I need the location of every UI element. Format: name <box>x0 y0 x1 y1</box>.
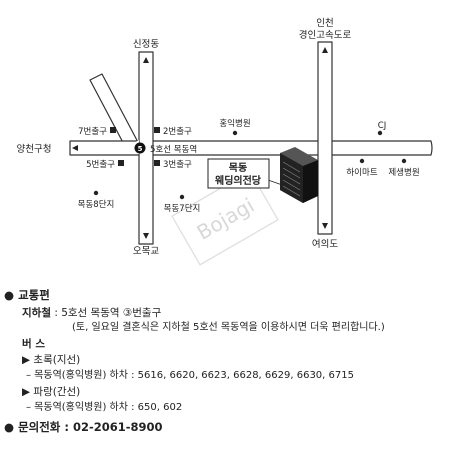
label-yeouido: 여의도 <box>312 238 338 250</box>
subway-row: 지하철 : 5호선 목동역 ③번출구 <box>22 308 161 319</box>
arrow-up-icon <box>322 47 328 53</box>
jesaeng-hospital-dot <box>401 158 407 164</box>
label-omokgyo: 오목교 <box>133 246 159 257</box>
label-sinjeongdong: 신정동 <box>133 39 159 50</box>
venue-name-line2: 웨딩의전당 <box>215 174 262 187</box>
subway-station-icon: 5 <box>134 142 146 154</box>
phone-label: 문의전화 : 02-2061-8900 <box>18 420 163 434</box>
label-exit5: 5번출구 <box>86 159 115 170</box>
label-exit7: 7번출구 <box>78 126 107 137</box>
diagonal-road <box>89 73 141 153</box>
arrow-left-icon <box>72 145 78 151</box>
label-cj: CJ <box>378 121 386 131</box>
subway-note: (토, 일요일 결혼식은 지하철 5호선 목동역을 이용하시면 더욱 편리합니다… <box>72 322 385 333</box>
label-yangcheon-gu-office: 양천구청 <box>17 144 52 155</box>
arrow-up-icon <box>143 57 149 63</box>
yeouido-road <box>317 41 333 235</box>
phone-row: ● 문의전화 : 02-2061-8900 <box>4 420 163 434</box>
label-jesaeng-hospital: 제생병원 <box>388 167 419 178</box>
mokdong8-dot <box>93 190 99 196</box>
label-himart: 하이마트 <box>346 167 377 178</box>
subway-label: 지하철 <box>22 307 51 319</box>
bullet-icon: ● <box>4 420 15 434</box>
bus-green-text: – 목동역(홍익병원) 하차 : 5616, 6620, 6623, 6628,… <box>26 370 354 381</box>
bus-label: 버 스 <box>22 338 45 350</box>
exit-marker-5 <box>118 160 124 166</box>
bus-blue-text: – 목동역(홍익병원) 하차 : 650, 602 <box>26 402 183 413</box>
transport-heading: ● 교통편 <box>4 288 50 302</box>
svg-text:5: 5 <box>138 145 143 153</box>
bullet-icon: ● <box>4 288 15 302</box>
roads <box>69 41 433 245</box>
label-exit3: 3번출구 <box>163 159 192 170</box>
location-map: Bojagi 5 <box>17 18 433 266</box>
bus-green-title: ▶ 초록(지선) <box>22 354 81 366</box>
mokdong7-dot <box>179 194 185 200</box>
himart-dot <box>359 158 365 164</box>
label-exit2: 2번출구 <box>163 126 192 137</box>
subway-text: : 5호선 목동역 ③번출구 <box>54 307 162 319</box>
venue-building-icon <box>267 147 318 203</box>
cj-dot <box>377 130 383 136</box>
main-road <box>69 140 433 156</box>
road-arrows <box>72 47 328 239</box>
exit-marker-3 <box>154 160 160 166</box>
label-hongik-hospital: 홍익병원 <box>219 118 250 129</box>
venue-label-box <box>207 158 270 189</box>
exit-marker-2 <box>154 127 160 133</box>
exit-marker-7 <box>110 127 116 133</box>
label-incheon: 인천 <box>316 18 333 29</box>
venue-name-line1: 목동 <box>229 162 247 174</box>
arrow-down-icon <box>322 223 328 229</box>
bus-blue-title: ▶ 파랑(간선) <box>22 386 81 398</box>
arrow-down-icon <box>143 233 149 239</box>
hongik-hospital-dot <box>232 130 238 136</box>
transport-title: 교통편 <box>18 288 50 302</box>
label-gyeongin-expressway: 경인고속도로 <box>299 29 352 41</box>
label-station: 5호선 목동역 <box>150 144 197 155</box>
label-mokdong7: 목동7단지 <box>164 203 201 214</box>
label-mokdong8: 목동8단지 <box>78 199 115 210</box>
